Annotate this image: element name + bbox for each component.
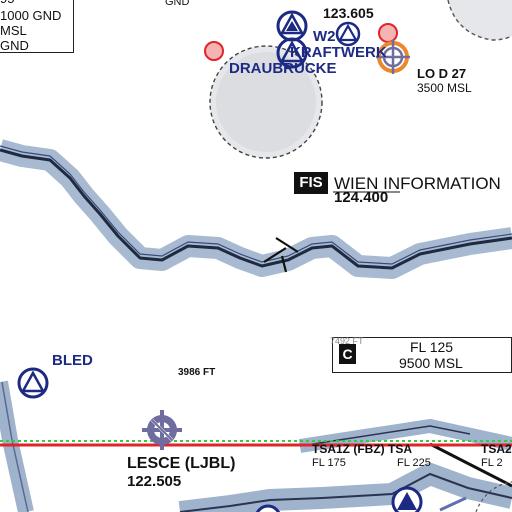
gnd-label: GND [165,0,190,8]
airfield-triangle-icon [335,21,361,47]
border-line [0,148,512,270]
bled-label: BLED [52,352,93,369]
mountain-pass-icon [263,237,299,273]
airport-icon [142,410,182,450]
tsa2-fl: FL 2 [481,457,503,469]
fis-badge: FIS [294,172,328,194]
lesce-label: LESCE (LJBL) [127,455,236,472]
top-left-altitude-box [0,0,74,53]
airfield-triangle-icon [17,367,49,399]
tsa-lower-line [299,425,471,447]
tsa-diagonal [429,442,512,488]
border-line-inner [0,145,512,265]
lo-d27-label: LO D 27 [417,66,467,81]
lo-d27-alt: 3500 MSL [417,81,472,95]
danger-area-icon [204,41,224,61]
danger-area-icon [378,23,398,43]
airfield-circle-partial [255,504,281,512]
kraftwerk-label: KRAFTWERK [290,44,387,61]
airspace-c-box [332,337,512,373]
reporting-point-icon [376,40,410,74]
draubrucke-label: DRAUBRÜCKE [229,60,337,77]
top-left-line3: MSL [0,23,27,38]
fis-frequency: 124.400 [334,189,389,206]
top-left-line2: 1000 GND [0,8,62,23]
tsa1z-label: TSA1Z (FBZ) TSA [312,442,412,456]
airspace-class-badge: C [339,344,356,364]
airspace-c-lower: 9500 MSL [399,355,463,371]
airspace-circle-draubrucke-inner [216,52,316,152]
lesce-frequency: 122.505 [127,473,182,490]
lower-right-arc [475,481,512,512]
bottom-band-line [179,472,512,512]
tsa-fl: FL 225 [397,457,431,469]
tsa2-label: TSA2 [481,442,512,456]
airspace-circle-top-right [448,0,512,40]
elevation-label: 3986 FT [178,367,216,378]
top-left-line1: 95 [0,0,14,5]
airfield-triangle-icon [276,37,308,69]
airspace-circle-top-right-edge [447,0,512,41]
airspace-c-faint: 7492 FT [330,336,364,346]
lower-right-dash [439,496,467,512]
tsa1z-fl: FL 175 [312,457,346,469]
left-valley-band [0,380,34,512]
fis-name: WIEN INFORMATION [334,174,501,193]
airfield-triangle-icon [276,10,308,42]
top-left-line4: GND [0,38,29,53]
airfield-triangle-icon [391,486,423,512]
airspace-c-upper: FL 125 [410,339,454,355]
top-frequency: 123.605 [323,5,374,21]
w2-label: W2 [313,28,336,45]
